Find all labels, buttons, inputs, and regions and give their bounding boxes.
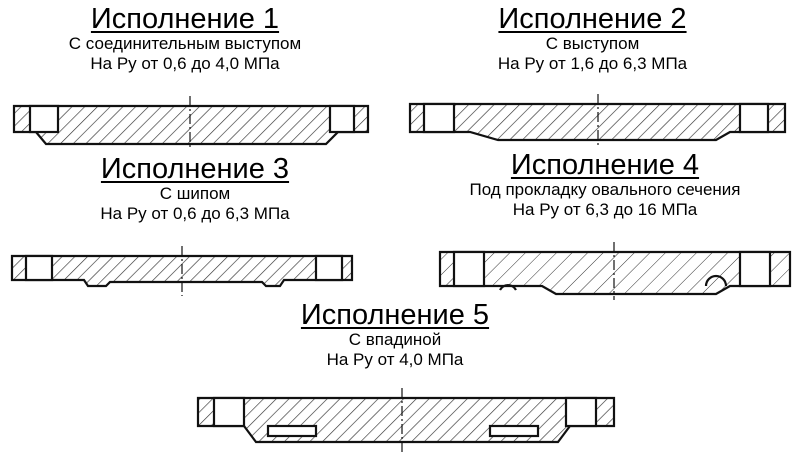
variant-4-caption: Исполнение 4 Под прокладку овального сеч… — [420, 150, 790, 220]
variant-2-right-bolt-hole — [738, 102, 770, 134]
variant-4-left-oval-groove — [499, 284, 517, 291]
variant-3-title: Исполнение 3 — [100, 153, 290, 185]
variant-1-left-bolt-hole — [28, 104, 60, 134]
variant-1-right-bolt-hole — [328, 104, 356, 134]
variant-5-title: Исполнение 5 — [300, 299, 490, 331]
variant-2-pressure: На Ру от 1,6 до 6,3 МПа — [497, 54, 688, 73]
variant-5-subtitle: С впадиной — [348, 330, 442, 349]
variant-2-caption: Исполнение 2 С выступом На Ру от 1,6 до … — [455, 4, 730, 74]
variant-5-left-recess — [266, 424, 318, 438]
variant-4-left-bolt-hole — [452, 250, 486, 288]
variant-5-left-bolt-hole — [212, 396, 246, 428]
variant-5-right-recess — [488, 424, 540, 438]
variant-2-left-bolt-hole — [422, 102, 456, 134]
variant-4-title: Исполнение 4 — [510, 149, 700, 181]
variant-3-pressure: На Ру от 0,6 до 6,3 МПа — [100, 204, 290, 223]
variant-5-caption: Исполнение 5 С впадиной На Ру от 4,0 МПа — [250, 300, 540, 370]
variant-1-pressure: На Ру от 0,6 до 4,0 МПа — [90, 54, 280, 73]
variant-3-left-bolt-hole — [24, 254, 54, 282]
variant-2-title: Исполнение 2 — [498, 3, 687, 35]
variant-4-pressure: На Ру от 6,3 до 16 МПа — [512, 200, 698, 219]
variant-4-right-oval-groove — [704, 274, 728, 287]
variant-4-subtitle: Под прокладку овального сечения — [469, 180, 741, 199]
variant-3-right-bolt-hole — [314, 254, 344, 282]
variant-4-right-bolt-hole — [738, 250, 772, 288]
variant-3-caption: Исполнение 3 С шипом На Ру от 0,6 до 6,3… — [50, 154, 340, 224]
variant-1-title: Исполнение 1 — [90, 3, 280, 35]
variant-5-pressure: На Ру от 4,0 МПа — [326, 350, 464, 369]
variant-3-subtitle: С шипом — [159, 184, 231, 203]
variant-2-subtitle: С выступом — [545, 34, 640, 53]
variant-5-right-bolt-hole — [564, 396, 598, 428]
variant-1-outline — [12, 104, 370, 146]
variant-1-subtitle: С соединительным выступом — [68, 34, 302, 53]
variant-1-caption: Исполнение 1 С соединительным выступом Н… — [40, 4, 330, 74]
variant-5-outline — [196, 396, 616, 444]
